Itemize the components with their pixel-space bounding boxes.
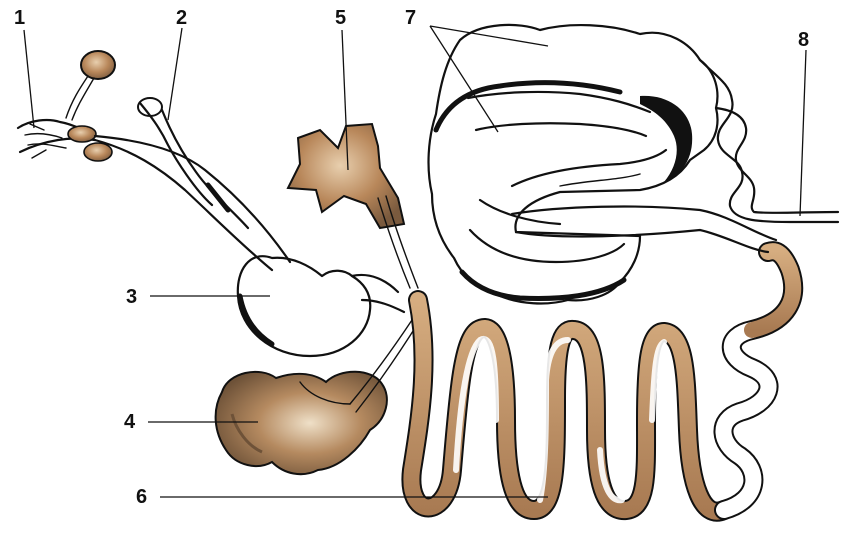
liver-lobe-top xyxy=(288,124,418,288)
salivary-gland-top xyxy=(81,51,115,79)
label-5: 5 xyxy=(335,8,346,28)
leader-2 xyxy=(168,28,182,120)
leader-1 xyxy=(24,30,34,128)
salivary-gland-low xyxy=(84,143,112,161)
label-1: 1 xyxy=(14,8,25,28)
label-7: 7 xyxy=(405,8,416,28)
esophagus-opening xyxy=(138,98,162,116)
label-3: 3 xyxy=(126,287,137,307)
liver-mass xyxy=(216,320,420,474)
salivary-gland-mid xyxy=(68,126,96,142)
label-6: 6 xyxy=(136,487,147,507)
esophagus xyxy=(95,98,290,270)
pharynx-region xyxy=(18,51,115,161)
label-4: 4 xyxy=(124,412,135,432)
leader-8 xyxy=(800,50,806,216)
stomach xyxy=(238,256,404,356)
label-8: 8 xyxy=(798,30,809,50)
label-2: 2 xyxy=(176,8,187,28)
